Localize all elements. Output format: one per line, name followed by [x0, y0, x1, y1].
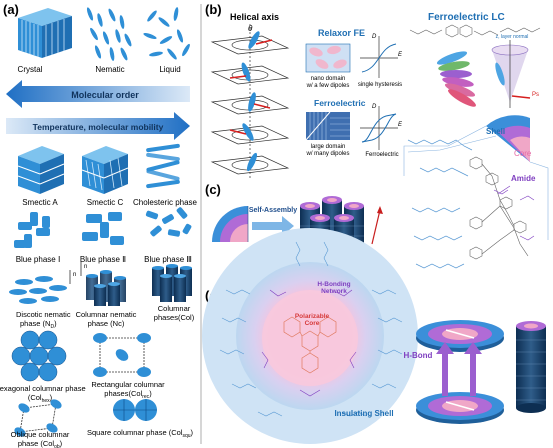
- core-label: Core: [514, 149, 532, 158]
- amide-label: Amide: [511, 174, 536, 183]
- ferroelectric-hysteresis-plot: [360, 106, 398, 150]
- panel-b-label: (b): [205, 2, 222, 17]
- polarization-arrow: [371, 209, 381, 245]
- ferroelectric-small-label: Ferroelectric: [365, 152, 398, 158]
- label-cholesteric: Cholesteric phase: [133, 198, 198, 207]
- director-n-2: n: [84, 264, 87, 270]
- polarizable-core-circle: [262, 290, 358, 386]
- helical-axis-label: Helical axis: [230, 12, 279, 22]
- shell-chains: [219, 241, 403, 417]
- temperature-label: Temperature, molecular mobility: [33, 122, 164, 132]
- label-blue-phase-1: Blue phase Ⅰ: [16, 255, 61, 264]
- molecular-order-label: Molecular order: [71, 90, 139, 100]
- polarizable-core-label-2: Core: [305, 320, 320, 327]
- temperature-arrow: [6, 112, 190, 140]
- flc-cone-icon: [491, 40, 531, 108]
- label-columnar-1: Columnar: [158, 304, 191, 313]
- d-axis-1: D: [372, 34, 377, 40]
- h-bonding-network-label-1: H-Bonding: [317, 281, 350, 288]
- label-square: Square columnar phase (Colsqu): [87, 428, 194, 439]
- layer-normal-label: z, layer normal: [496, 34, 529, 40]
- relaxor-fe-label: Relaxor FE: [318, 28, 365, 38]
- h-bonding-network-label-2: Network: [321, 288, 347, 295]
- blue-phase-2-icon: [82, 212, 124, 245]
- self-assembly-label: Self-Assembly: [249, 207, 297, 214]
- label-nematic: Nematic: [95, 65, 124, 74]
- blue-phase-3-icon: [145, 207, 192, 237]
- label-rectangular-2: phases(Colrec): [104, 389, 152, 400]
- label-rectangular-1: Rectangular columnar: [91, 380, 165, 389]
- smectic-a-icon: [17, 146, 65, 194]
- panel-d: (d): [202, 228, 546, 444]
- label-blue-phase-3: Blue phase Ⅲ: [144, 255, 192, 264]
- rectangular-columnar-icon: [93, 333, 151, 377]
- discotic-nematic-icon: [9, 276, 67, 304]
- polarizable-core-label-1: Polarizable: [295, 313, 330, 320]
- director-rods-icon: [229, 31, 273, 172]
- label-oblique-1: Oblique columnar: [11, 430, 70, 439]
- label-discotic-1: Discotic nematic: [16, 310, 71, 319]
- single-hysteresis-label: single hysteresis: [358, 82, 402, 88]
- shell-label: Shell: [486, 127, 505, 136]
- panel-a-label: (a): [3, 2, 19, 17]
- smectic-c-icon: [81, 146, 129, 194]
- director-n-1: n: [73, 272, 76, 278]
- liquid-rods-icon: [143, 7, 190, 60]
- large-domain-label-2: w/ many dipoles: [305, 151, 349, 157]
- label-columnar-nematic-1: Columnar nematic: [76, 310, 137, 319]
- oblique-columnar-icon: [14, 399, 62, 437]
- panel-a: (a): [0, 2, 198, 448]
- crystal-block-icon: [18, 8, 72, 58]
- ferroelectric-lc-label: Ferroelectric LC: [428, 12, 505, 23]
- insulating-shell-label: Insulating Shell: [334, 409, 393, 418]
- label-columnar-nematic-2: phase (Nc): [88, 319, 125, 328]
- e-axis-1: E: [398, 52, 403, 58]
- flc-helix-icon: [436, 51, 476, 107]
- label-blue-phase-2: Blue phase Ⅱ: [80, 255, 126, 264]
- molecular-order-arrow: [6, 80, 190, 108]
- callout-lines: [403, 125, 549, 240]
- panel-c-label: (c): [205, 182, 221, 197]
- d-axis-2: D: [372, 104, 377, 110]
- h-bond-label: H-Bond: [404, 351, 433, 360]
- label-liquid: Liquid: [159, 65, 180, 74]
- columnar-nematic-icon: [86, 270, 126, 306]
- label-smectic-c: Smectic C: [87, 198, 124, 207]
- label-crystal: Crystal: [18, 65, 43, 74]
- label-columnar-2: phases(Col): [154, 313, 195, 322]
- label-oblique-2: phase (Colob): [18, 439, 63, 448]
- nano-domain-label-2: w/ a few dipoles: [306, 83, 350, 89]
- hbond-disk-stack-icon: [416, 320, 504, 424]
- cholesteric-icon: [146, 143, 180, 189]
- label-discotic-2: phase (ND): [20, 319, 57, 330]
- core-molecule-structure: [283, 316, 337, 374]
- square-columnar-icon: [113, 399, 157, 421]
- label-smectic-a: Smectic A: [22, 198, 58, 207]
- hexagonal-columnar-icon: [11, 330, 67, 382]
- large-domain-icon: [305, 111, 350, 141]
- ps-label: Ps: [532, 92, 539, 98]
- blue-phase-1-icon: [14, 212, 50, 248]
- large-domain-label-1: large domain: [311, 144, 346, 150]
- single-column-icon: [516, 321, 546, 413]
- nematic-rods-icon: [86, 7, 132, 61]
- hbond-molecule-structure: [261, 289, 357, 397]
- label-hexagonal-2: (Colhex): [28, 393, 53, 404]
- theta-label: θ: [248, 24, 253, 33]
- nano-domain-label-1: nano domain: [311, 76, 346, 82]
- polarization-arrow-head: [377, 206, 383, 214]
- label-hexagonal-1: Hexagonal columnar phase: [0, 384, 86, 393]
- e-axis-2: E: [398, 122, 403, 128]
- columnar-phase-icon: [152, 264, 192, 302]
- ferroelectric-label: Ferroelectric: [314, 98, 366, 108]
- panel-b: (b) Helical axis θ Relaxor FE: [205, 2, 541, 180]
- dendron-wedge-icon: [212, 206, 249, 242]
- dendron-molecule: Shell Core Amide: [407, 115, 536, 269]
- nano-domain-icon: [305, 43, 351, 73]
- amide-pointer: [497, 185, 511, 195]
- single-hysteresis-plot: [360, 36, 398, 78]
- self-assembly-arrow: [252, 216, 294, 236]
- flc-molecule-structure: [409, 24, 541, 38]
